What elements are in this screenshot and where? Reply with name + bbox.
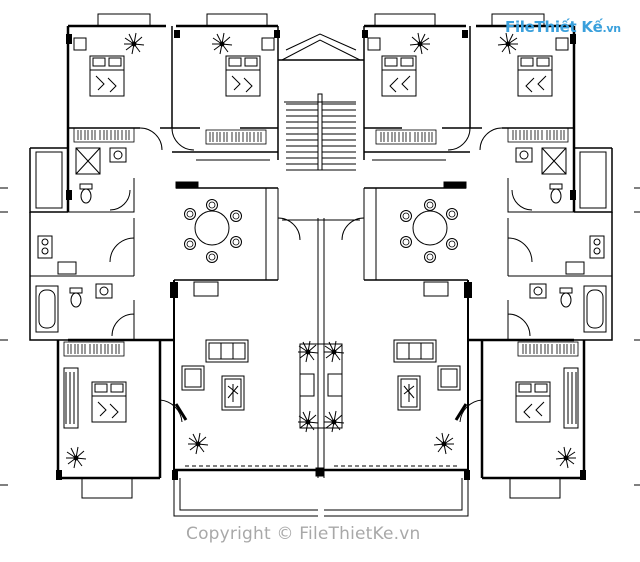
logo-rest: Thiết Kế [534, 18, 603, 36]
copyright-watermark: Copyright © FileThietKe.vn [186, 524, 421, 544]
filethietke-logo: FileThiết Kế.vn [505, 18, 621, 36]
logo-suffix: .vn [602, 22, 622, 35]
logo-brand: File [505, 18, 535, 36]
